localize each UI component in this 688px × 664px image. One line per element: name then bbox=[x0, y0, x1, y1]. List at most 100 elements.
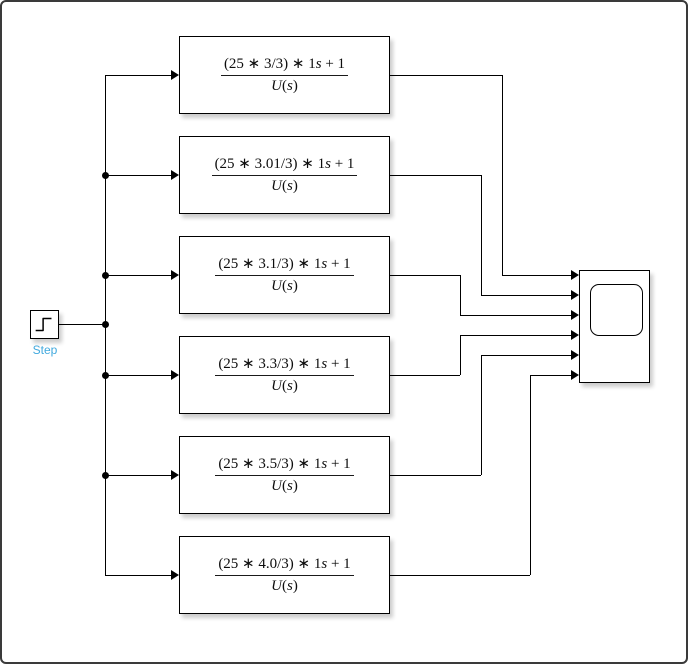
wire-arrowhead-scope-in6[interactable] bbox=[571, 370, 579, 380]
num-text: (25 ∗ 3/3) ∗ 1 bbox=[223, 55, 316, 72]
transfer-fcn-block-5[interactable]: (25 ∗ 3.5/3) ∗ 1s + 1 U(s) bbox=[179, 436, 390, 514]
tf-denominator: U(s) bbox=[215, 276, 353, 296]
branch-junction-dot bbox=[102, 472, 109, 479]
num-text: + 1 bbox=[330, 155, 355, 172]
branch-junction-dot bbox=[102, 272, 109, 279]
num-var: s bbox=[321, 355, 328, 372]
wire-arrowhead-tf1-in[interactable] bbox=[171, 70, 179, 80]
transfer-fcn-block-2[interactable]: (25 ∗ 3.01/3) ∗ 1s + 1 U(s) bbox=[179, 136, 390, 214]
tf-denominator: U(s) bbox=[212, 176, 358, 196]
den-var: s bbox=[286, 477, 293, 494]
tf-numerator: (25 ∗ 3.3/3) ∗ 1s + 1 bbox=[215, 355, 354, 376]
wire-tf2-out-v[interactable] bbox=[481, 175, 482, 295]
den-text: ) bbox=[292, 277, 298, 294]
den-text: ( bbox=[281, 177, 287, 194]
den-text: ( bbox=[281, 277, 287, 294]
tf-denominator: U(s) bbox=[215, 576, 353, 596]
wire-tf4-out-h[interactable] bbox=[390, 375, 460, 376]
wire-tf2-to-scope[interactable] bbox=[481, 295, 571, 296]
branch-junction-dot bbox=[102, 172, 109, 179]
num-var: s bbox=[321, 455, 328, 472]
tf-numerator: (25 ∗ 3.1/3) ∗ 1s + 1 bbox=[215, 255, 354, 276]
transfer-fcn-block-3[interactable]: (25 ∗ 3.1/3) ∗ 1s + 1 U(s) bbox=[179, 236, 390, 314]
wire-branch-tf5[interactable] bbox=[105, 475, 171, 476]
num-text: (25 ∗ 3.3/3) ∗ 1 bbox=[218, 355, 322, 372]
wire-branch-tf4[interactable] bbox=[105, 375, 171, 376]
transfer-fcn-block-1[interactable]: (25 ∗ 3/3) ∗ 1s + 1 U(s) bbox=[179, 36, 390, 114]
wire-tf5-out-v[interactable] bbox=[481, 355, 482, 475]
num-var: s bbox=[315, 55, 322, 72]
wire-step-output[interactable] bbox=[59, 324, 105, 325]
num-text: + 1 bbox=[327, 355, 351, 372]
wire-branch-tf3[interactable] bbox=[105, 275, 171, 276]
wire-arrowhead-scope-in3[interactable] bbox=[571, 310, 579, 320]
wire-tf3-out-h[interactable] bbox=[390, 275, 460, 276]
transfer-function-expression: (25 ∗ 3.3/3) ∗ 1s + 1 U(s) bbox=[215, 355, 354, 396]
wire-tf1-out-v[interactable] bbox=[502, 75, 503, 275]
wire-arrowhead-tf5-in[interactable] bbox=[171, 470, 179, 480]
transfer-fcn-block-4[interactable]: (25 ∗ 3.3/3) ∗ 1s + 1 U(s) bbox=[179, 336, 390, 414]
num-text: + 1 bbox=[327, 555, 351, 572]
wire-tf3-to-scope[interactable] bbox=[460, 315, 571, 316]
wire-arrowhead-tf6-in[interactable] bbox=[171, 570, 179, 580]
wire-tf6-out-v[interactable] bbox=[530, 375, 531, 575]
den-var: U bbox=[271, 177, 282, 194]
tf-numerator: (25 ∗ 3.01/3) ∗ 1s + 1 bbox=[211, 155, 358, 176]
wire-arrowhead-tf4-in[interactable] bbox=[171, 370, 179, 380]
wire-tf6-to-scope[interactable] bbox=[530, 375, 571, 376]
wire-tf5-out-h[interactable] bbox=[390, 475, 481, 476]
wire-arrowhead-tf2-in[interactable] bbox=[171, 170, 179, 180]
wire-arrowhead-scope-in5[interactable] bbox=[571, 350, 579, 360]
tf-denominator: U(s) bbox=[215, 376, 353, 396]
scope-screen-icon bbox=[590, 284, 643, 336]
wire-arrowhead-scope-in1[interactable] bbox=[571, 270, 579, 280]
num-text: (25 ∗ 3.1/3) ∗ 1 bbox=[218, 255, 322, 272]
den-text: ( bbox=[281, 477, 287, 494]
transfer-function-expression: (25 ∗ 3.5/3) ∗ 1s + 1 U(s) bbox=[215, 455, 354, 496]
num-text: (25 ∗ 4.0/3) ∗ 1 bbox=[218, 555, 322, 572]
wire-tf4-out-v[interactable] bbox=[460, 335, 461, 375]
wire-tf5-to-scope[interactable] bbox=[481, 355, 571, 356]
wire-arrowhead-scope-in2[interactable] bbox=[571, 290, 579, 300]
wire-tf4-to-scope[interactable] bbox=[460, 335, 571, 336]
tf-numerator: (25 ∗ 4.0/3) ∗ 1s + 1 bbox=[215, 555, 354, 576]
den-var: U bbox=[271, 577, 282, 594]
wire-branch-tf6[interactable] bbox=[105, 575, 171, 576]
den-text: ) bbox=[292, 177, 298, 194]
wire-arrowhead-scope-in4[interactable] bbox=[571, 330, 579, 340]
step-block-label: Step bbox=[32, 343, 58, 357]
den-var: s bbox=[286, 377, 293, 394]
tf-denominator: U(s) bbox=[215, 476, 353, 496]
num-text: (25 ∗ 3.01/3) ∗ 1 bbox=[214, 155, 326, 172]
wire-tf1-out-h[interactable] bbox=[390, 75, 502, 76]
den-var: U bbox=[271, 377, 282, 394]
num-var: s bbox=[321, 555, 328, 572]
wire-tf1-to-scope[interactable] bbox=[502, 275, 571, 276]
den-text: ) bbox=[292, 477, 298, 494]
num-text: (25 ∗ 3.5/3) ∗ 1 bbox=[218, 455, 322, 472]
den-text: ) bbox=[292, 377, 298, 394]
den-text: ) bbox=[292, 577, 298, 594]
num-text: + 1 bbox=[327, 455, 351, 472]
transfer-fcn-block-6[interactable]: (25 ∗ 4.0/3) ∗ 1s + 1 U(s) bbox=[179, 536, 390, 614]
step-signal-icon bbox=[35, 317, 52, 332]
den-text: ) bbox=[292, 77, 298, 94]
scope-block[interactable] bbox=[579, 270, 650, 383]
transfer-function-expression: (25 ∗ 3.01/3) ∗ 1s + 1 U(s) bbox=[211, 155, 358, 196]
wire-branch-tf1[interactable] bbox=[105, 75, 171, 76]
den-var: s bbox=[286, 277, 293, 294]
den-var: s bbox=[286, 577, 293, 594]
step-block[interactable] bbox=[30, 310, 59, 339]
tf-denominator: U(s) bbox=[221, 76, 348, 96]
den-var: s bbox=[286, 177, 293, 194]
wire-tf2-out-h[interactable] bbox=[390, 175, 481, 176]
num-var: s bbox=[325, 155, 331, 172]
num-text: + 1 bbox=[321, 55, 346, 72]
wire-branch-tf2[interactable] bbox=[105, 175, 171, 176]
den-var: U bbox=[271, 477, 282, 494]
tf-numerator: (25 ∗ 3/3) ∗ 1s + 1 bbox=[220, 55, 349, 76]
wire-tf3-out-v[interactable] bbox=[460, 275, 461, 315]
wire-arrowhead-tf3-in[interactable] bbox=[171, 270, 179, 280]
wire-tf6-out-h[interactable] bbox=[390, 575, 530, 576]
